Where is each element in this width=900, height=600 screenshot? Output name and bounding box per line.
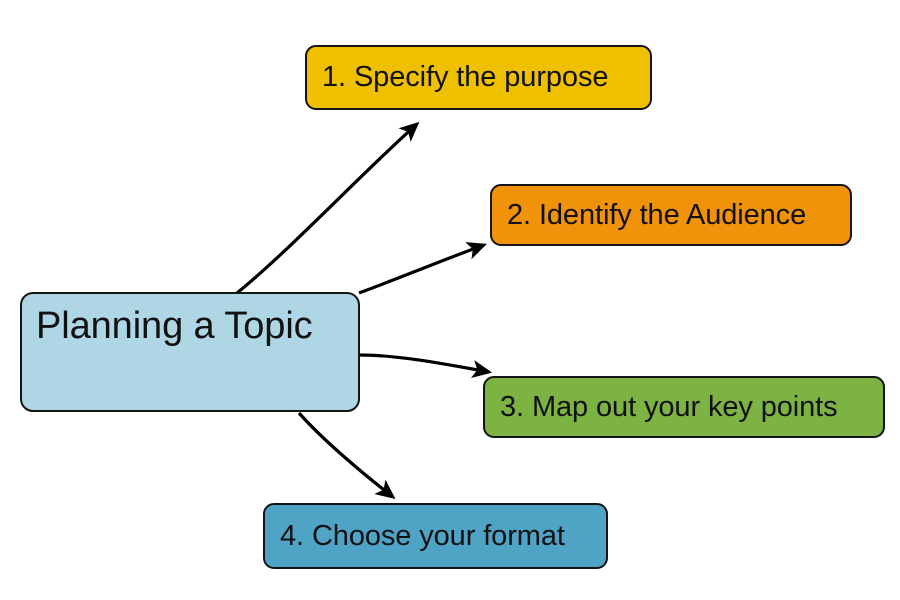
edge-root-to-step-1 bbox=[235, 121, 420, 295]
edge-root-to-step-3 bbox=[359, 353, 493, 379]
node-root-label: Planning a Topic bbox=[36, 305, 313, 347]
node-step-4-choose-your-format[interactable]: 4. Choose your format bbox=[263, 503, 608, 569]
node-step-4-label: 4. Choose your format bbox=[280, 519, 565, 552]
node-step-3-label: 3. Map out your key points bbox=[500, 390, 838, 423]
node-step-1-label: 1. Specify the purpose bbox=[322, 61, 609, 93]
edge-root-to-step-4 bbox=[297, 411, 396, 499]
node-step-2-label: 2. Identify the Audience bbox=[507, 198, 807, 231]
node-step-3-map-out-your-key-points[interactable]: 3. Map out your key points bbox=[483, 376, 885, 438]
node-step-2-identify-the-audience[interactable]: 2. Identify the Audience bbox=[490, 184, 852, 246]
edge-root-to-step-2 bbox=[358, 242, 488, 295]
node-step-1-specify-the-purpose[interactable]: 1. Specify the purpose bbox=[305, 45, 652, 110]
node-root-planning-a-topic[interactable]: Planning a Topic bbox=[20, 292, 360, 412]
